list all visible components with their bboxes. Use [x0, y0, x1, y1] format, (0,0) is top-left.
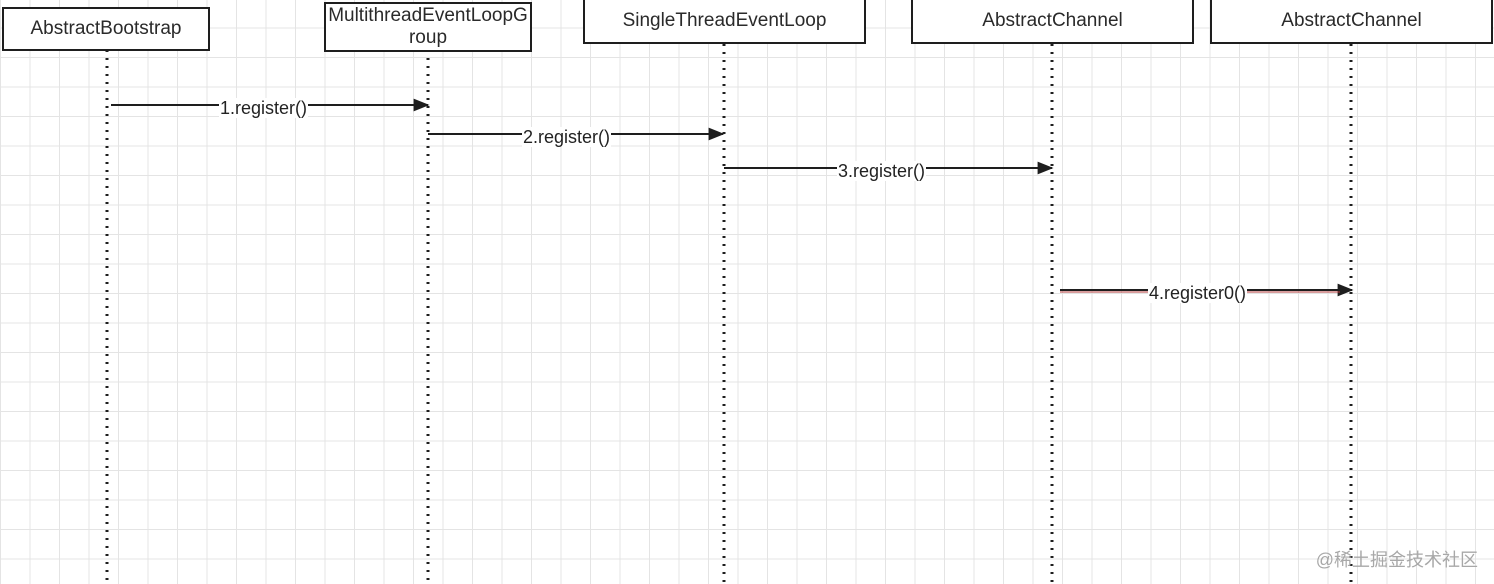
participant-single-thread-event-loop: SingleThreadEventLoop	[583, 0, 866, 44]
participant-abstract-channel-1: AbstractChannel	[911, 0, 1194, 44]
message-label-1: 1.register()	[219, 98, 309, 118]
watermark-text: @稀土掘金技术社区	[1315, 550, 1478, 570]
participant-abstract-bootstrap: AbstractBootstrap	[2, 7, 210, 51]
participant-abstract-channel-2: AbstractChannel	[1210, 0, 1493, 44]
message-label-2: 2.register()	[522, 127, 612, 147]
participant-multithread-event-loop-group: MultithreadEventLoopGroup	[324, 2, 532, 52]
message-label-4: 4.register0()	[1148, 283, 1248, 303]
message-label-3: 3.register()	[837, 161, 927, 181]
